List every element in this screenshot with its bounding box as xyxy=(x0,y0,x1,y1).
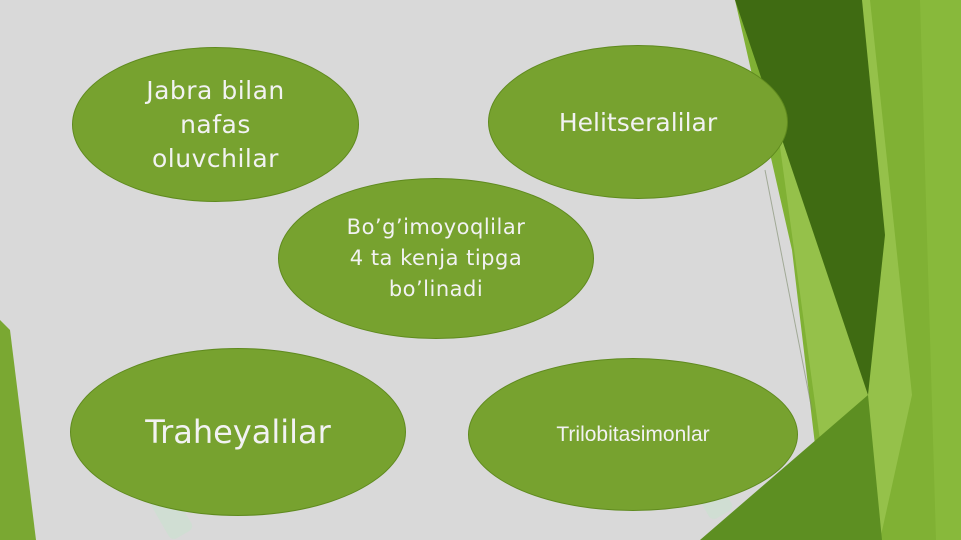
node-chelicerates-label: Helitseralilar xyxy=(558,107,718,137)
node-tracheates-label: Traheyalilar xyxy=(145,413,331,451)
left-edge-stripe xyxy=(0,320,36,540)
thin-divider-line xyxy=(764,169,813,411)
far-right-strip xyxy=(920,0,961,540)
lower-right-wedge xyxy=(700,395,882,540)
node-gill-breathers: Jabra bilan nafas oluvchilar xyxy=(72,47,359,202)
node-center: Bo’g’imoyoqlilar 4 ta kenja tipga bo’lin… xyxy=(278,178,594,339)
node-tracheates: Traheyalilar xyxy=(70,348,406,516)
node-trilobites: Trilobitasimonlar xyxy=(468,358,798,511)
node-center-label: Bo’g’imoyoqlilar 4 ta kenja tipga bo’lin… xyxy=(346,215,526,301)
node-gill-breathers-label: Jabra bilan nafas oluvchilar xyxy=(146,75,285,173)
node-trilobites-label: Trilobitasimonlar xyxy=(556,422,710,446)
node-chelicerates: Helitseralilar xyxy=(488,45,788,199)
